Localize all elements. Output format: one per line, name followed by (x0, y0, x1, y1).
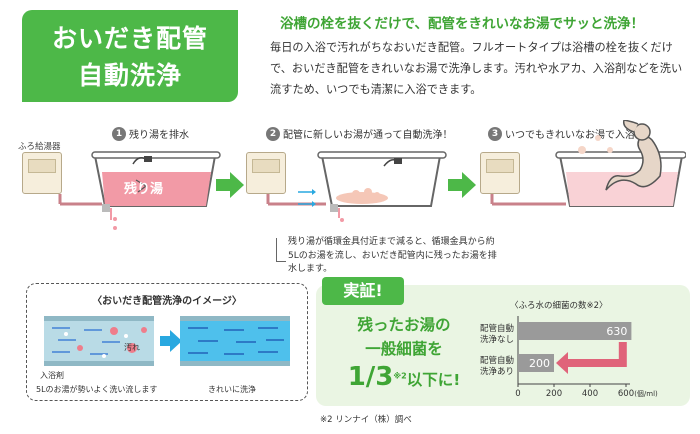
note-callout-line (276, 238, 286, 262)
chart-reduction-arrow (556, 342, 627, 374)
image-box-arrow (160, 330, 182, 352)
chart-category-label-1: 配管自動洗浄なし (479, 324, 514, 345)
title-badge: おいだき配管 自動洗浄 (22, 10, 238, 102)
bathtub-2 (266, 151, 447, 222)
bathtub-1 (58, 151, 221, 230)
chart-bar-2 (518, 354, 554, 372)
step-1-number: 1 (112, 126, 126, 141)
title-line-2: 自動洗浄 (77, 61, 182, 90)
chart-tick-label-0: 0 (515, 389, 520, 399)
bathtub-3 (490, 120, 686, 207)
chart-bar-1 (518, 322, 632, 340)
step-2-label: 配管に新しいお湯が通って自動洗浄！ (283, 130, 453, 141)
step-1-label: 残り湯を排水 (129, 130, 189, 141)
heater-label: ふろ給湯器 (18, 142, 61, 152)
proof-claim: 残ったお湯の 一般細菌を 1/3※2以下に! (334, 313, 474, 393)
label-bath-agent: 入浴剤 (40, 371, 64, 380)
water-heater-3 (480, 152, 520, 194)
footnote: ※2 リンナイ（株）調べ (320, 415, 412, 425)
proof-box (316, 285, 690, 406)
label-dirt: 汚れ (124, 343, 140, 352)
flow-arrow-1 (216, 172, 244, 198)
chart-tick-label-200: 200 (546, 389, 562, 399)
headline: 浴槽の栓を抜くだけで、配管をきれいなお湯でサッと洗浄！ (280, 16, 644, 32)
step-2-note: 残り湯が循環金具付近まで減ると、循環金具から約5Lのお湯を流し、おいだき配管内に… (288, 237, 497, 274)
chart-value-label-2: 200 (529, 357, 550, 370)
proof-ratio: 1/3 (347, 362, 394, 392)
title-line-1: おいだき配管 (51, 24, 208, 53)
chart-category-label-2: 配管自動洗浄あり (479, 356, 514, 377)
image-box-caption: 〈おいだき配管洗浄のイメージ〉 (92, 296, 242, 307)
chart-tick-label-400: 400 (582, 389, 598, 399)
water-heater-1 (22, 152, 62, 194)
step-2-number: 2 (266, 126, 280, 141)
flow-arrow-2 (448, 172, 476, 198)
chart-unit-label: (個/ml) (634, 389, 658, 398)
step-3-number: 3 (488, 126, 502, 141)
chart-title: 〈ふろ水の細菌の数※2〉 (510, 301, 608, 311)
intro-text: 毎日の入浴で汚れがちなおいだき配管。フルオートタイプは浴槽の栓を抜くだけで、おい… (270, 41, 683, 96)
step-3-label: いつでもきれいなお湯で入浴。 (505, 130, 645, 141)
tub-water-label: 残り湯 (124, 182, 164, 197)
proof-footnote-mark: ※2 (393, 371, 407, 381)
water-heater-2 (246, 152, 286, 194)
proof-line-1: 残ったお湯の (357, 316, 451, 334)
clean-pipe-illustration (180, 316, 290, 366)
chart-value-label-1: 630 (606, 325, 627, 338)
label-clean: きれいに洗浄 (208, 385, 256, 394)
chart-tick-label-600: 600 (618, 389, 634, 399)
proof-line-3: 以下に! (406, 371, 461, 389)
proof-tag: 実証! (322, 277, 404, 305)
label-flush: 5Lのお湯が勢いよく洗い流します (36, 385, 158, 394)
proof-line-2: 一般細菌を (365, 340, 443, 358)
dirty-pipe-illustration (44, 316, 154, 366)
